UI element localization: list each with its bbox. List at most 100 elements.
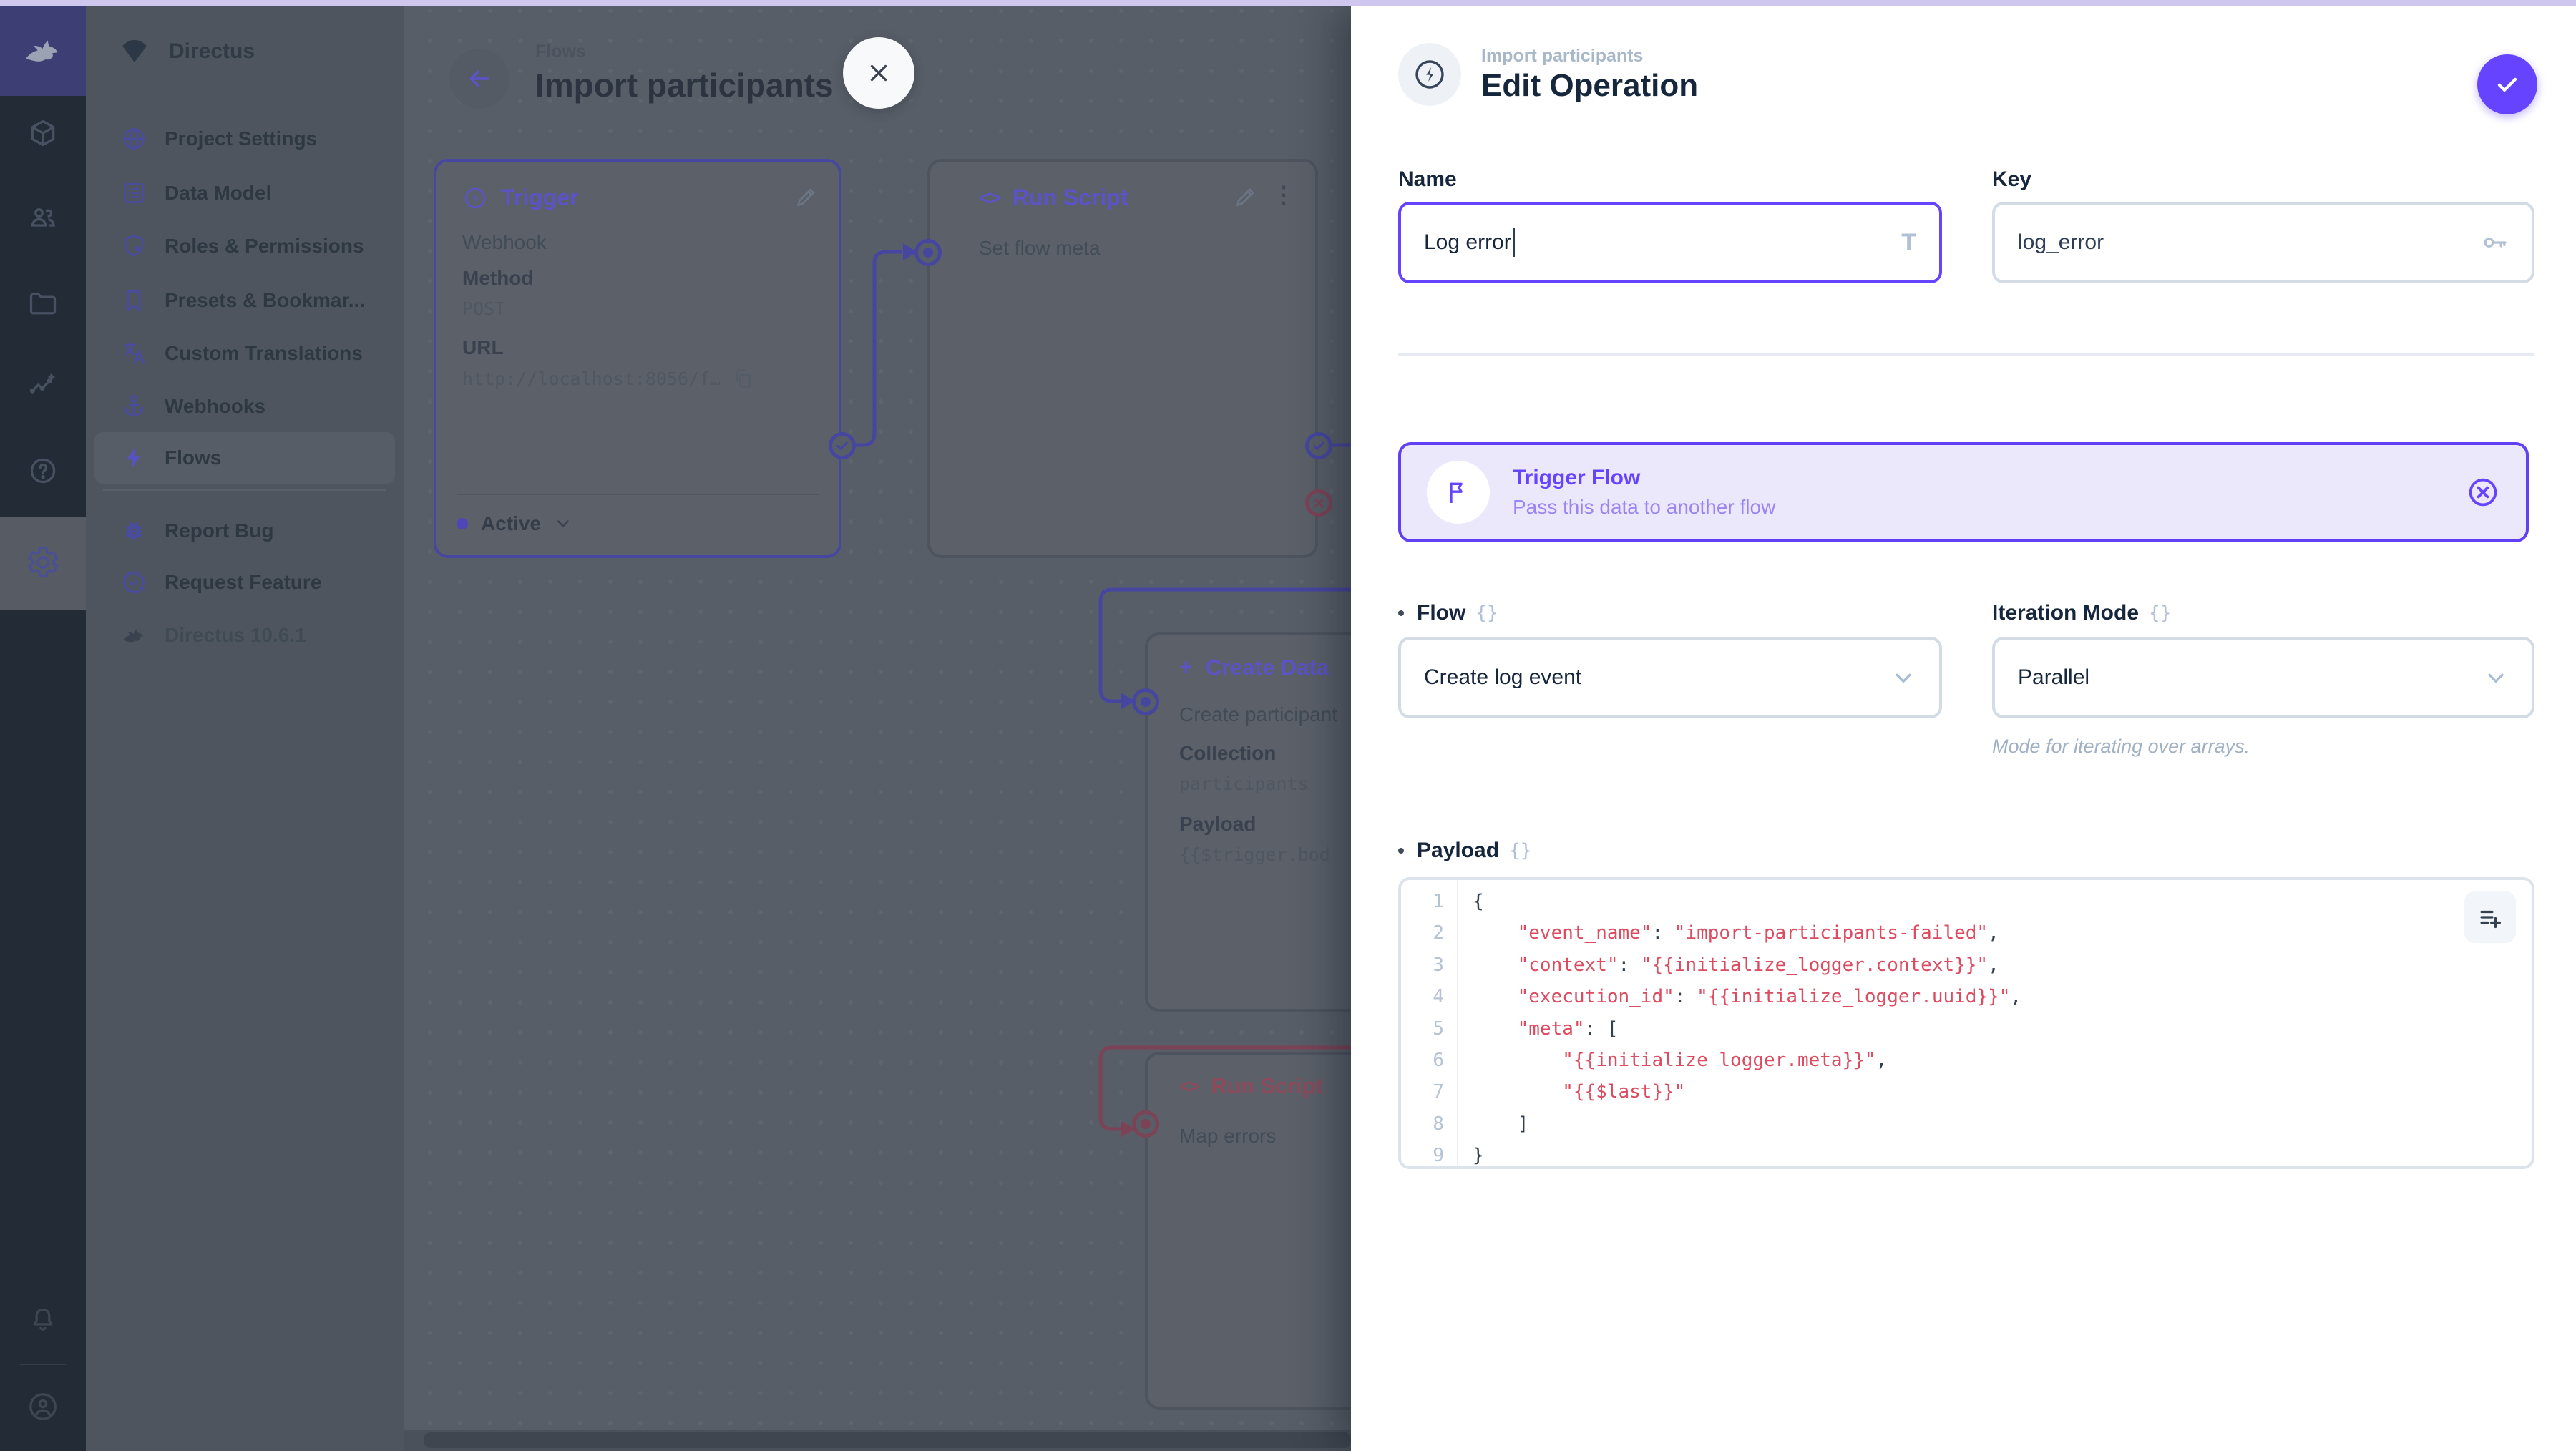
url-label: URL [462, 336, 504, 358]
collection-label: Collection [1179, 742, 1277, 764]
wedge-icon [117, 34, 152, 69]
trigger-type: Webhook [462, 231, 547, 253]
sidebar-item-report-bug[interactable]: Report Bug [94, 505, 395, 557]
chevron-down-icon [2483, 665, 2509, 690]
copy-icon[interactable] [732, 368, 753, 389]
run-script-2-panel[interactable]: <> Run Script Map errors [1145, 1052, 1351, 1410]
scrollbar-thumb[interactable] [424, 1432, 1351, 1448]
module-content[interactable] [0, 102, 86, 165]
drawer-header: Import participants Edit Operation [1398, 43, 1698, 106]
code-line[interactable]: "event_name": "import-participants-faile… [1517, 922, 1999, 944]
raw-value-icon[interactable]: {} [1509, 840, 1532, 861]
chevron-down-icon [1890, 665, 1916, 690]
app-name: Directus [169, 39, 255, 63]
sidebar-divider [103, 489, 386, 491]
text-caret [1512, 228, 1515, 257]
list-box-icon [120, 180, 147, 207]
trigger-panel[interactable]: Trigger Webhook Method POST URL http://l… [434, 159, 841, 558]
remove-type-icon[interactable] [2466, 475, 2500, 509]
sidebar-item-presets-bookmarks[interactable]: Presets & Bookmar... [94, 275, 395, 326]
module-files[interactable] [0, 272, 86, 335]
module-settings[interactable] [0, 531, 86, 594]
line-number: 7 [1433, 1081, 1444, 1103]
code-line[interactable]: } [1473, 1145, 1484, 1167]
sidebar-item-request-feature[interactable]: Request Feature [94, 557, 395, 608]
folder-icon [27, 288, 59, 319]
badge-check-icon [120, 569, 147, 596]
sidebar-item-project-settings[interactable]: Project Settings [94, 113, 395, 165]
kebab-menu-icon[interactable]: ⋮ [1272, 182, 1295, 207]
title-icon[interactable]: T [1901, 228, 1916, 256]
raw-value-icon[interactable]: {} [1475, 602, 1498, 624]
editor-code[interactable]: { "event_name": "import-participants-fai… [1458, 880, 2532, 1166]
create-data-title: + Create Data [1179, 654, 1329, 680]
banner-subtitle: Pass this data to another flow [1513, 496, 1776, 518]
run-script-1-input-connector[interactable] [914, 239, 942, 266]
bug-icon [120, 517, 147, 544]
cd-payload-value: {{$trigger.bod [1179, 844, 1330, 865]
sidebar-item-webhooks[interactable]: Webhooks [94, 381, 395, 432]
sidebar-item-flows[interactable]: Flows [94, 432, 395, 484]
sidebar-item-label: Request Feature [165, 571, 322, 593]
code-line[interactable]: { [1473, 891, 1484, 912]
insights-icon [27, 369, 59, 401]
code-line[interactable]: "{{initialize_logger.meta}}", [1562, 1049, 1888, 1071]
flow-select[interactable]: Create log event [1398, 637, 1942, 718]
create-data-name: Create participant [1179, 703, 1338, 726]
interpolation-add-icon[interactable] [2464, 891, 2516, 943]
code-line[interactable]: "context": "{{initialize_logger.context}… [1517, 954, 1999, 976]
drawer-breadcrumb[interactable]: Import participants [1481, 45, 1644, 66]
check-icon [2497, 77, 2517, 92]
module-insights[interactable] [0, 353, 86, 416]
code-line[interactable]: "meta": [ [1517, 1017, 1619, 1040]
horizontal-scrollbar[interactable] [404, 1430, 1351, 1451]
create-data-panel[interactable]: + Create Data Create participant Collect… [1145, 632, 1351, 1012]
trigger-resolve-connector[interactable] [829, 432, 856, 459]
edit-operation-button[interactable] [1234, 185, 1258, 209]
sidebar-item-label: Webhooks [165, 395, 266, 417]
url-value: http://localhost:8056/f… [462, 368, 721, 389]
user-menu-button[interactable] [0, 1375, 86, 1438]
run-script-1-panel[interactable]: <> Run Script Set flow meta ⋮ [927, 159, 1318, 558]
circle-bolt-icon [1398, 43, 1461, 106]
notifications-button[interactable] [0, 1289, 86, 1352]
avatar-icon [26, 1389, 60, 1424]
flow-canvas[interactable]: Flows Import participants Trigger Webhoo… [404, 6, 1351, 1451]
trigger-panel-title: Trigger [462, 185, 813, 211]
anchor-icon [120, 393, 147, 420]
nav-sidebar: Directus Project Settings Data Model Rol… [86, 6, 404, 1451]
sidebar-item-custom-translations[interactable]: Custom Translations [94, 328, 395, 379]
operation-type-banner[interactable]: Trigger Flow Pass this data to another f… [1398, 442, 2529, 542]
back-button[interactable] [449, 49, 509, 109]
module-users[interactable] [0, 186, 86, 249]
save-button[interactable] [2477, 54, 2537, 114]
translate-icon [120, 340, 147, 367]
project-chooser[interactable]: Directus [86, 6, 404, 97]
close-drawer-button[interactable] [843, 37, 914, 109]
sidebar-item-data-model[interactable]: Data Model [94, 167, 395, 219]
run-script-2-input-connector[interactable] [1132, 1110, 1159, 1138]
code-line[interactable]: ] [1473, 1113, 1529, 1135]
module-help[interactable] [0, 439, 86, 502]
raw-value-icon[interactable]: {} [2149, 602, 2172, 624]
help-icon [27, 455, 59, 487]
run-script-1-reject-connector[interactable] [1305, 489, 1332, 517]
sidebar-item-label: Custom Translations [165, 342, 363, 364]
code-line[interactable]: "execution_id": "{{initialize_logger.uui… [1517, 986, 2022, 1008]
trigger-status-toggle[interactable]: Active [457, 494, 819, 535]
run-script-1-resolve-connector[interactable] [1305, 432, 1332, 459]
breadcrumb[interactable]: Flows [535, 41, 586, 62]
edit-trigger-button[interactable] [794, 185, 819, 209]
gear-icon [26, 545, 60, 580]
create-data-input-connector[interactable] [1132, 688, 1159, 715]
key-input[interactable]: log_error [1992, 202, 2534, 283]
name-input[interactable]: Log error T [1398, 202, 1942, 283]
iteration-mode-select[interactable]: Parallel [1992, 637, 2534, 718]
directus-logo-tile[interactable] [0, 6, 86, 96]
run-script-2-name: Map errors [1179, 1125, 1277, 1147]
code-line[interactable]: "{{$last}}" [1562, 1081, 1686, 1103]
sidebar-item-roles-permissions[interactable]: Roles & Permissions [94, 220, 395, 272]
plus-icon: + [1179, 654, 1193, 680]
